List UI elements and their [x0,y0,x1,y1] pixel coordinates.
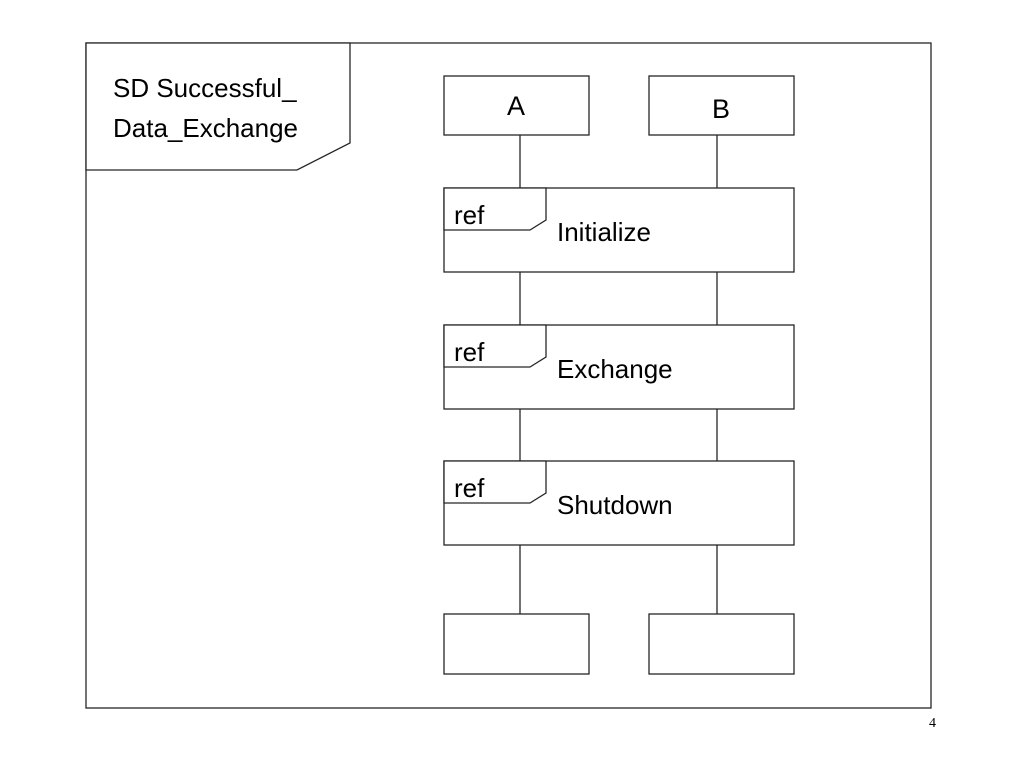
interaction-use-name: Exchange [557,354,673,384]
interaction-use-initialize: ref Initialize [443,187,795,273]
interaction-use-name: Initialize [557,217,651,247]
lifeline-b-label: B [712,94,730,124]
frame-title-line-2: Data_Exchange [113,113,298,143]
ref-tab [443,187,547,231]
lifeline-b-head [648,75,795,136]
ref-tab [443,460,547,504]
ref-keyword: ref [454,200,485,230]
ref-keyword: ref [454,337,485,367]
interaction-use-name: Shutdown [557,490,673,520]
lifeline-a-end [443,613,590,675]
ref-tab [443,324,547,368]
lifeline-b-end [648,613,795,675]
interaction-use-exchange: ref Exchange [443,324,795,410]
page-number: 4 [929,716,936,731]
lifeline-a-head [443,75,590,136]
frame-title-tab [85,42,351,171]
frame-title-line-1: SD Successful_ [113,73,297,103]
lifeline-a-label: A [507,91,525,121]
ref-keyword: ref [454,473,485,503]
interaction-use-shutdown: ref Shutdown [443,460,795,546]
